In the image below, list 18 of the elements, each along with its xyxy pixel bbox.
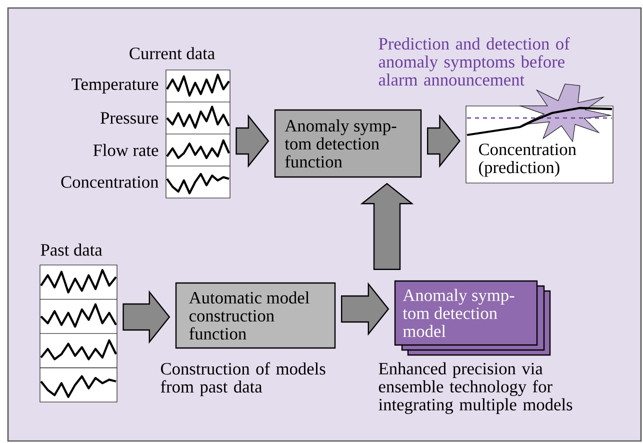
block-arrow bbox=[360, 182, 414, 270]
block-arrow bbox=[427, 114, 460, 168]
node-label: Construction of models from past data bbox=[160, 362, 326, 396]
row-label: Pressure bbox=[100, 112, 158, 124]
model-card: Anomaly symp- tom detection model bbox=[394, 280, 538, 346]
chart-label: Concentration (prediction) bbox=[478, 144, 576, 177]
block-arrow bbox=[122, 290, 170, 344]
heading: Prediction and detection of anomaly symptoms before alarm announcement bbox=[378, 37, 570, 86]
strip-title: Past data bbox=[40, 244, 102, 256]
process-box: Automatic model construction function bbox=[175, 282, 336, 349]
block-arrow bbox=[341, 282, 390, 336]
row-label: Concentration bbox=[61, 176, 158, 188]
row-label: Flow rate bbox=[93, 144, 158, 156]
row-label: Temperature bbox=[72, 78, 158, 94]
node-label: Enhanced precision via ensemble technology for integrating multiple models bbox=[378, 362, 572, 414]
strip-title: Current data bbox=[130, 47, 215, 60]
block-arrow bbox=[236, 114, 270, 168]
process-box: Anomaly symp- tom detection function bbox=[274, 109, 422, 178]
